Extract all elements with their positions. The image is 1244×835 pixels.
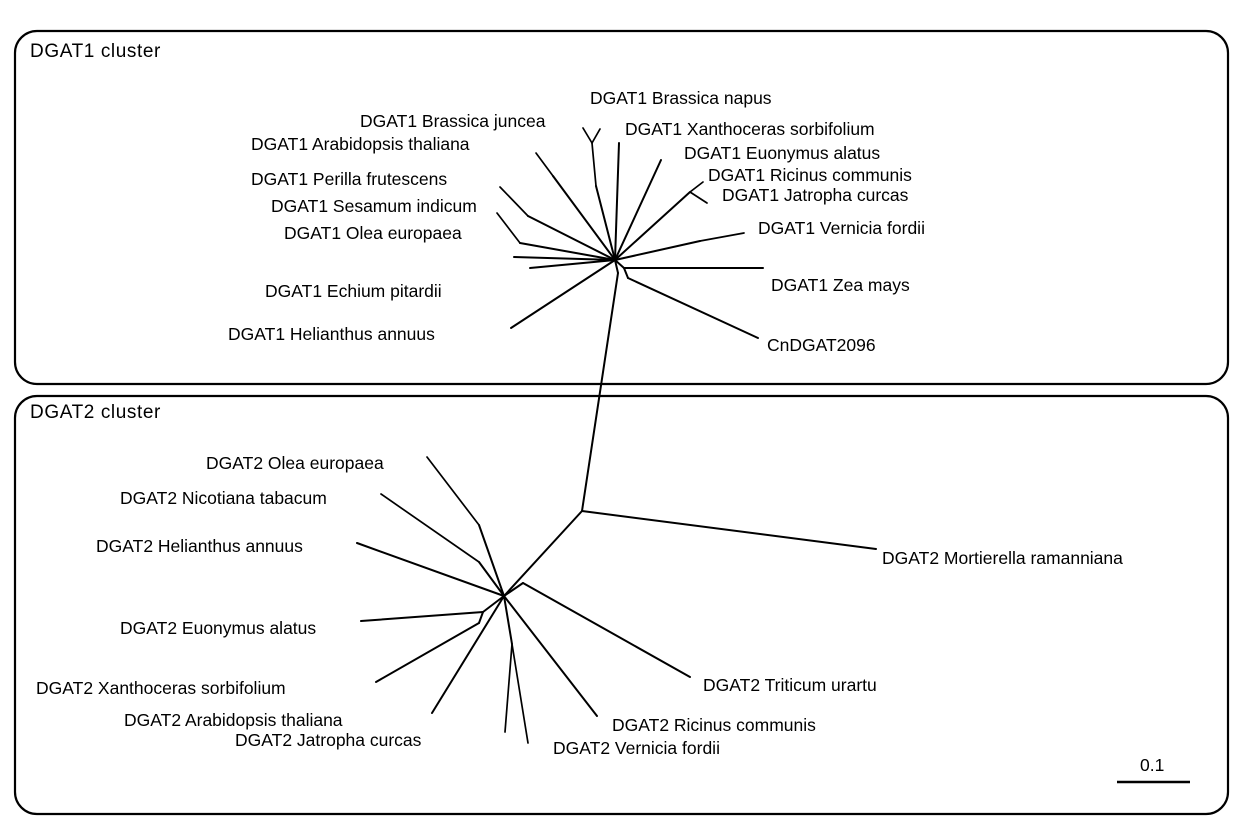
taxon-label: DGAT1 Jatropha curcas (722, 185, 909, 205)
taxon-label: DGAT2 Vernicia fordii (553, 738, 720, 758)
dgat2-cluster-box (13, 394, 1230, 816)
dgat2-branches (356, 456, 691, 744)
taxon-label: DGAT1 Brassica napus (590, 88, 772, 108)
taxon-label: DGAT1 Sesamum indicum (271, 196, 477, 216)
taxon-label: DGAT1 Perilla frutescens (251, 169, 448, 189)
dgat1-cluster-title: DGAT1 cluster (30, 41, 161, 62)
inter-cluster-backbone (503, 259, 877, 597)
taxon-label: DGAT1 Echium pitardii (265, 281, 442, 301)
taxon-label: DGAT2 Arabidopsis thaliana (124, 710, 343, 730)
taxon-label: DGAT2 Jatropha curcas (235, 730, 422, 750)
taxon-label: DGAT2 Ricinus communis (612, 715, 816, 735)
taxon-label: DGAT2 Nicotiana tabacum (120, 488, 327, 508)
scale-bar-label: 0.1 (1140, 755, 1165, 775)
taxon-label: DGAT2 Xanthoceras sorbifolium (36, 678, 286, 698)
taxon-label: DGAT1 Euonymus alatus (684, 143, 881, 163)
dgat1-cluster-box (13, 29, 1230, 386)
taxon-label: DGAT1 Olea europaea (284, 223, 462, 243)
taxon-label: CnDGAT2096 (767, 335, 876, 355)
taxon-label: DGAT2 Olea europaea (206, 453, 384, 473)
taxon-label: DGAT2 Mortierella ramanniana (882, 548, 1123, 568)
dgat2-cluster-title: DGAT2 cluster (30, 402, 161, 423)
taxon-label: DGAT1 Zea mays (771, 275, 910, 295)
taxon-label: DGAT2 Euonymus alatus (120, 618, 317, 638)
taxon-label: DGAT2 Triticum urartu (703, 675, 877, 695)
taxon-label: DGAT1 Brassica juncea (360, 111, 546, 131)
taxon-label: DGAT1 Ricinus communis (708, 165, 912, 185)
dgat1-branches (496, 127, 764, 339)
taxon-label: DGAT1 Xanthoceras sorbifolium (625, 119, 875, 139)
taxon-label: DGAT1 Vernicia fordii (758, 218, 925, 238)
taxon-label: DGAT1 Helianthus annuus (228, 324, 435, 344)
taxon-label: DGAT1 Arabidopsis thaliana (251, 134, 470, 154)
taxon-label: DGAT2 Helianthus annuus (96, 536, 303, 556)
